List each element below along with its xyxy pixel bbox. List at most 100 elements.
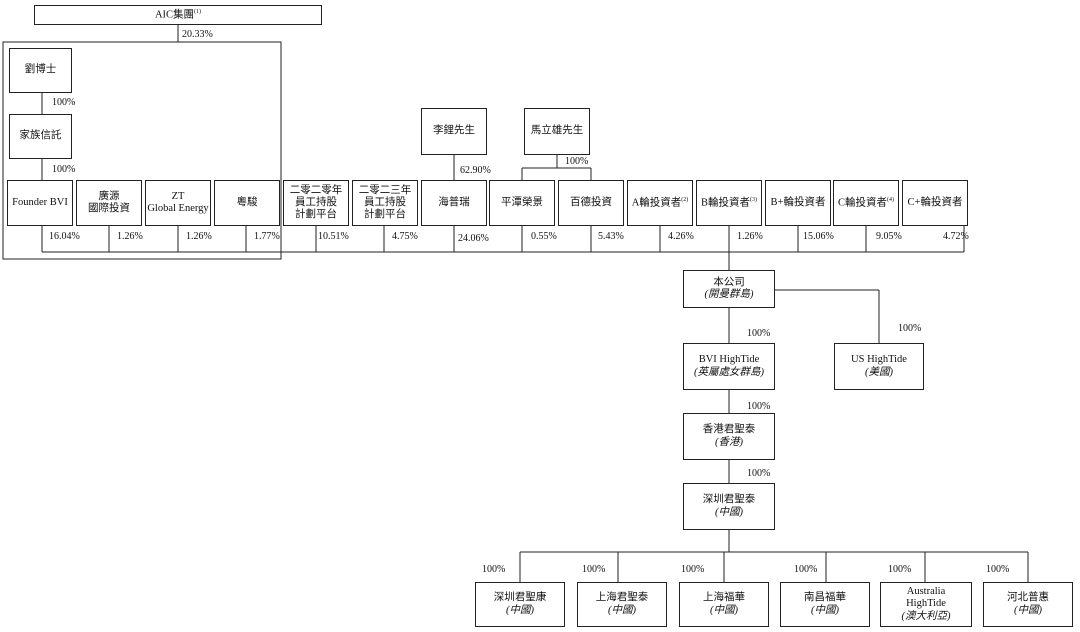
sz-junshengtai-box: 深圳君聖泰 (中國) <box>683 483 775 530</box>
connector-lines <box>2 25 1029 582</box>
b-investors-label: B輪投資者 <box>700 197 750 209</box>
pct-pingyuan: 0.55% <box>531 231 557 242</box>
sz-junshengkang-sub: (中國) <box>506 604 534 616</box>
pct-c-investors: 9.05% <box>876 231 902 242</box>
pct-yuejun: 1.77% <box>254 231 280 242</box>
pct-sz-junshengkang: 100% <box>482 564 506 575</box>
us-hightide-sub: (美國) <box>865 366 893 378</box>
hb-puhui-sub: (中國) <box>1014 604 1042 616</box>
zt-line2: Global Energy <box>147 203 209 214</box>
zt-line1: ZT <box>171 190 185 202</box>
pct-baide: 5.43% <box>598 231 624 242</box>
esop-2020-line3: 計劃平台 <box>295 209 337 221</box>
haipurui-box: 海普瑞 <box>421 180 487 226</box>
yuejun-label: 粵駿 <box>236 196 258 208</box>
li-box: 李鋰先生 <box>421 108 487 155</box>
c-investors-box: C輪投資者(4) <box>833 180 899 226</box>
sz-junshengkang-label: 深圳君聖康 <box>493 592 547 604</box>
pct-haipurui: 24.06% <box>458 233 489 244</box>
pct-au-hightide: 100% <box>888 564 912 575</box>
haipurui-label: 海普瑞 <box>438 196 470 208</box>
au-hightide-line2: HighTide <box>906 598 946 610</box>
b-investors-note: (3) <box>750 196 757 203</box>
esop-2020-box: 二零二零年 員工持股 計劃平台 <box>283 180 349 226</box>
founder-bvi-label: Founder BVI <box>12 196 68 208</box>
pingyuan-box: 平潭榮景 <box>489 180 555 226</box>
bplus-investors-label: B+輪投資者 <box>770 196 826 208</box>
dr-liu-box: 劉博士 <box>9 48 72 93</box>
sh-fuhua-sub: (中國) <box>710 604 738 616</box>
sh-fuhua-label: 上海福華 <box>703 592 745 604</box>
family-trust-label: 家族信託 <box>19 130 62 142</box>
ma-box: 馬立雄先生 <box>524 108 590 155</box>
pct-bvi-hk: 100% <box>747 401 771 412</box>
a-investors-box: A輪投資者(2) <box>627 180 693 226</box>
us-hightide-label: US HighTide <box>851 354 907 366</box>
nc-fuhua-box: 南昌福華 (中國) <box>780 582 870 627</box>
pct-b-investors: 1.26% <box>737 231 763 242</box>
bvi-hightide-box: BVI HighTide (英屬處女群島) <box>683 343 775 390</box>
aic-note: (1) <box>194 8 202 15</box>
family-trust-box: 家族信託 <box>9 114 72 159</box>
pingyuan-label: 平潭榮景 <box>501 196 543 208</box>
esop-2020-line2: 員工持股 <box>295 196 337 208</box>
pct-li-haipurui: 62.90% <box>460 165 491 176</box>
hb-puhui-box: 河北普惠 (中國) <box>983 582 1073 627</box>
baide-label: 百德投資 <box>570 196 612 208</box>
sh-junshengtai-label: 上海君聖泰 <box>595 592 649 604</box>
pct-bplus-investors: 15.06% <box>803 231 834 242</box>
sh-fuhua-box: 上海福華 (中國) <box>679 582 769 627</box>
us-hightide-box: US HighTide (美國) <box>834 343 924 390</box>
pct-aic: 20.33% <box>182 29 213 40</box>
li-label: 李鋰先生 <box>433 125 475 137</box>
pct-family-founder: 100% <box>52 164 76 175</box>
sz-junshengtai-sub: (中國) <box>715 506 743 518</box>
pct-nc-fuhua: 100% <box>794 564 818 575</box>
aic-group-box: AIC集團(1) <box>34 5 322 25</box>
pct-company-bvi: 100% <box>747 328 771 339</box>
aic-label: AIC集團 <box>154 9 195 21</box>
esop-2023-line1: 二零二三年 <box>358 184 412 196</box>
a-investors-note: (2) <box>681 196 689 203</box>
pct-zt: 1.26% <box>186 231 212 242</box>
cplus-investors-label: C+輪投資者 <box>907 196 963 208</box>
hb-puhui-label: 河北普惠 <box>1007 592 1049 604</box>
pct-cplus-investors: 4.72% <box>943 231 969 242</box>
pct-ma-sub: 100% <box>565 156 589 167</box>
pct-hb-puhui: 100% <box>986 564 1010 575</box>
esop-2023-line2: 員工持股 <box>364 196 406 208</box>
b-investors-box: B輪投資者(3) <box>696 180 762 226</box>
company-sub: (開曼群島) <box>704 289 754 300</box>
pct-esop-2020: 10.51% <box>318 231 349 242</box>
sh-junshengtai-sub: (中國) <box>608 604 636 616</box>
pct-hk-sz: 100% <box>747 468 771 479</box>
company-box: 本公司 (開曼群島) <box>683 270 775 308</box>
pct-sh-junshengtai: 100% <box>582 564 606 575</box>
pct-esop-2023: 4.75% <box>392 231 418 242</box>
pct-founder-bvi: 16.04% <box>49 231 80 242</box>
guangyuan-line1: 廣源 <box>98 190 120 202</box>
company-label: 本公司 <box>713 276 745 288</box>
bvi-hightide-label: BVI HighTide <box>698 354 760 366</box>
cplus-investors-box: C+輪投資者 <box>902 180 968 226</box>
dr-liu-label: 劉博士 <box>24 64 57 76</box>
pct-dr-liu-family: 100% <box>52 97 76 108</box>
zt-box: ZT Global Energy <box>145 180 211 226</box>
hk-junshengtai-sub: (香港) <box>715 436 743 448</box>
esop-2020-line1: 二零二零年 <box>289 184 343 196</box>
sh-junshengtai-box: 上海君聖泰 (中國) <box>577 582 667 627</box>
founder-bvi-box: Founder BVI <box>7 180 73 226</box>
ma-label: 馬立雄先生 <box>530 125 584 137</box>
guangyuan-box: 廣源 國際投資 <box>76 180 142 226</box>
nc-fuhua-label: 南昌福華 <box>804 592 846 604</box>
esop-2023-line3: 計劃平台 <box>364 209 406 221</box>
a-investors-label: A輪投資者 <box>631 197 682 209</box>
bplus-investors-box: B+輪投資者 <box>765 180 831 226</box>
pct-sh-fuhua: 100% <box>681 564 705 575</box>
dr-liu-group-box <box>2 41 282 260</box>
esop-2023-box: 二零二三年 員工持股 計劃平台 <box>352 180 418 226</box>
sz-junshengtai-label: 深圳君聖泰 <box>702 494 756 506</box>
pct-company-us: 100% <box>898 323 922 334</box>
au-hightide-box: Australia HighTide (澳大利亞) <box>880 582 972 627</box>
